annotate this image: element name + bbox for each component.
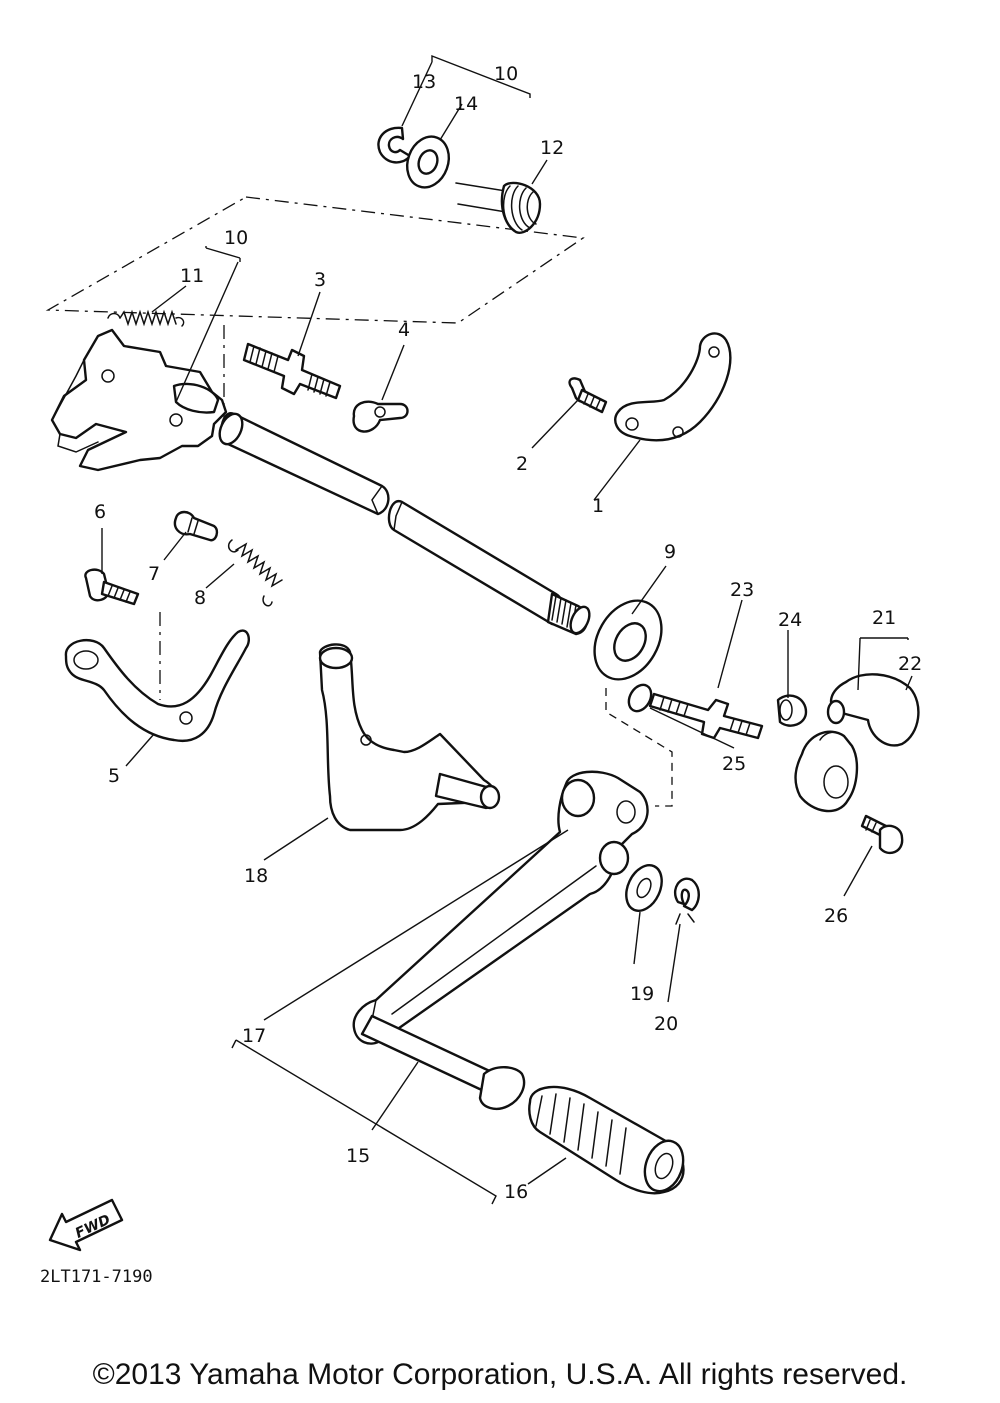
spring-8 [227, 539, 283, 607]
leader-lines [101, 54, 913, 1185]
oil-seal-9 [593, 599, 663, 681]
callout-23: 23 [730, 579, 754, 601]
callout-14: 14 [454, 93, 478, 115]
callout-6: 6 [94, 501, 106, 523]
circlip-13 [377, 126, 412, 164]
tension-spring-11 [107, 309, 185, 327]
nut-24 [776, 694, 808, 727]
callout-10-left: 10 [224, 227, 248, 249]
callout-21: 21 [872, 607, 896, 629]
callout-11: 11 [180, 265, 204, 287]
callout-3: 3 [314, 269, 326, 291]
stopper-4 [352, 400, 409, 433]
callout-8: 8 [194, 587, 206, 609]
pedal-assembly-bracket [231, 1039, 497, 1205]
callout-17: 17 [242, 1025, 266, 1047]
callout-24: 24 [778, 609, 802, 631]
callout-13: 13 [412, 71, 436, 93]
shift-pedal-17 [352, 770, 649, 1045]
pin-bolt-7 [173, 510, 219, 542]
copyright-notice: ©2013 Yamaha Motor Corporation, U.S.A. A… [92, 1358, 908, 1391]
circlip-20 [673, 877, 700, 925]
callout-19: 19 [630, 983, 654, 1005]
callout-26: 26 [824, 905, 848, 927]
shift-shaft-assembly [50, 328, 591, 636]
rod-assembly-bracket [605, 688, 673, 807]
pedal-shaft-15 [360, 1014, 526, 1110]
callout-2: 2 [516, 453, 528, 475]
shift-rod-23 [648, 692, 764, 740]
callout-9: 9 [664, 541, 676, 563]
callout-5: 5 [108, 765, 120, 787]
shift-arm-18 [318, 643, 501, 832]
callout-25: 25 [722, 753, 746, 775]
rod-end-21 [794, 730, 859, 813]
washer-14 [406, 135, 450, 189]
washer-19 [625, 864, 663, 912]
torsion-spring-12 [455, 181, 542, 234]
callout-7: 7 [148, 563, 160, 585]
shift-lever-5 [64, 629, 250, 743]
parts-diagram: FWD 10 13 14 12 10 11 [40, 54, 922, 1287]
pedal-rubber-16 [528, 1085, 685, 1195]
callout-12: 12 [540, 137, 564, 159]
bolt-6 [84, 568, 140, 606]
rod-end-22 [826, 673, 920, 747]
callout-18: 18 [244, 865, 268, 887]
stud-bolt-3 [242, 342, 342, 400]
bolt-2 [568, 377, 608, 414]
callout-15: 15 [346, 1145, 370, 1167]
callout-labels: 10 13 14 12 10 11 3 4 2 1 6 7 8 5 9 23 2… [94, 63, 922, 1203]
drawing-code: 2LT171-7190 [40, 1267, 153, 1287]
bolt-26 [860, 814, 904, 855]
callout-4: 4 [398, 319, 410, 341]
plate-1 [614, 332, 732, 442]
callout-16: 16 [504, 1181, 528, 1203]
callout-22: 22 [898, 653, 922, 675]
callout-10-top: 10 [494, 63, 518, 85]
callout-20: 20 [654, 1013, 678, 1035]
forward-arrow-icon: FWD [48, 1198, 124, 1252]
callout-1: 1 [592, 495, 604, 517]
nut-25 [627, 683, 653, 713]
